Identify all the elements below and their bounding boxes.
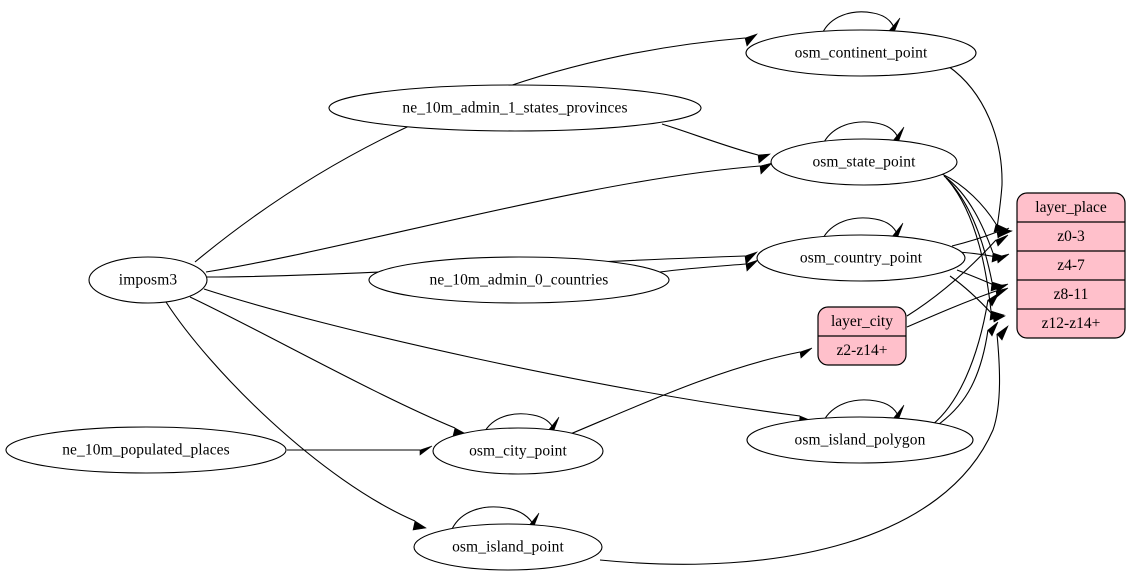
- record-node-layer_city[interactable]: layer_city z2-z14+: [817, 306, 907, 366]
- edge-layer_city-to-layer_place-z8-11: [906, 287, 1009, 328]
- node-ne_countries-label: ne_10m_admin_0_countries: [430, 272, 609, 289]
- record-layer_place-row-z4-7[interactable]: z4-7: [1057, 257, 1085, 274]
- node-layer: imposm3 ne_10m_admin_1_states_provinces …: [5, 29, 977, 571]
- node-osm_continent_point-label: osm_continent_point: [795, 45, 928, 62]
- node-osm_island_polygon[interactable]: osm_island_polygon: [746, 416, 974, 464]
- node-ne_10m_admin_1_states_provinces[interactable]: ne_10m_admin_1_states_provinces: [328, 84, 702, 132]
- node-ne_10m_populated_places[interactable]: ne_10m_populated_places: [5, 426, 287, 474]
- edge-ne_countries-to-osm_country_point: [659, 259, 759, 273]
- edge-osm_state_point-to-layer_place-z0-3: [941, 173, 1008, 233]
- node-osm_state_point[interactable]: osm_state_point: [770, 138, 958, 186]
- record-layer_city-row-z2-z14plus[interactable]: z2-z14+: [837, 342, 888, 359]
- edge-imposm3-to-osm_island_polygon: [203, 288, 813, 426]
- record-layer_place-row-z8-11[interactable]: z8-11: [1054, 286, 1089, 303]
- node-osm_island_point[interactable]: osm_island_point: [413, 523, 603, 571]
- node-osm_island_point-label: osm_island_point: [452, 539, 564, 556]
- edge-layer_city-to-layer_place-z0-3: [906, 234, 1009, 317]
- node-imposm3-label: imposm3: [119, 272, 178, 289]
- node-osm_country_point[interactable]: osm_country_point: [756, 234, 966, 282]
- record-layer_place-row-z0-3[interactable]: z0-3: [1057, 228, 1085, 245]
- node-osm_state_point-label: osm_state_point: [812, 154, 916, 171]
- node-imposm3[interactable]: imposm3: [88, 256, 208, 304]
- edge-ne_states-to-osm_state_point: [661, 123, 771, 164]
- edge-osm_country_point-to-layer_place-z4-7: [958, 251, 1010, 264]
- edge-imposm3-to-osm_continent_point: [194, 33, 758, 263]
- edge-layer: [165, 11, 1013, 565]
- edge-osm_continent_point-to-layer_place-z0-3: [947, 65, 1013, 238]
- edge-imposm3-to-osm_city_point: [189, 296, 467, 437]
- node-osm_city_point-label: osm_city_point: [469, 443, 567, 460]
- record-layer_place-row-z12-z14plus[interactable]: z12-z14+: [1042, 315, 1101, 332]
- edge-ne_populated-to-osm_city_point: [287, 445, 433, 456]
- edge-osm_country_point-to-layer_place-z8-11: [956, 269, 1009, 293]
- record-layer_city-title: layer_city: [831, 313, 893, 330]
- edge-osm_island_point-to-layer_place-z12-z14plus: [599, 325, 1009, 565]
- node-ne_populated-label: ne_10m_populated_places: [62, 442, 230, 459]
- node-ne_states-label: ne_10m_admin_1_states_provinces: [402, 100, 627, 117]
- edge-osm_city_point-to-layer_city-z2-z14plus: [567, 347, 813, 436]
- node-osm_country_point-label: osm_country_point: [800, 250, 923, 267]
- edge-osm_country_point-to-layer_place-z0-3: [951, 227, 1010, 247]
- edge-osm_country_point-to-layer_place-z12-z14plus: [949, 275, 1007, 323]
- node-ne_10m_admin_0_countries[interactable]: ne_10m_admin_0_countries: [368, 256, 670, 304]
- edge-osm_island_polygon-to-layer_place-z12-z14plus: [934, 321, 999, 428]
- node-osm_island_polygon-label: osm_island_polygon: [795, 432, 926, 449]
- record-layer: layer_place z0-3 z4-7 z8-11 z12-z14+ lay…: [817, 192, 1126, 366]
- record-layer_place-title: layer_place: [1035, 199, 1107, 216]
- edge-imposm3-to-osm_state_point: [205, 162, 773, 273]
- node-osm_city_point[interactable]: osm_city_point: [432, 427, 604, 475]
- edge-imposm3-to-osm_island_point: [165, 301, 427, 531]
- edge-osm_island_polygon-to-layer_place-z8-11: [931, 292, 1000, 426]
- node-osm_continent_point[interactable]: osm_continent_point: [745, 29, 977, 77]
- record-node-layer_place[interactable]: layer_place z0-3 z4-7 z8-11 z12-z14+: [1016, 192, 1126, 339]
